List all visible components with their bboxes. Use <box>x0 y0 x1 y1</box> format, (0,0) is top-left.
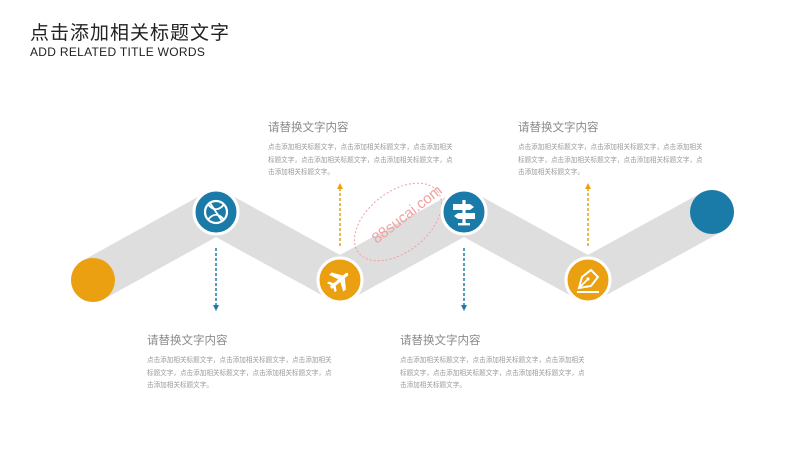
page-subtitle: ADD RELATED TITLE WORDS <box>30 45 206 59</box>
pen-nib-icon <box>577 268 600 293</box>
text-block-top-2: 请替换文字内容 点击添加相关标题文字，点击添加相关标题文字，点击添加相关标题文字… <box>518 119 708 179</box>
block-text: 点击添加相关标题文字，点击添加相关标题文字，点击添加相关标题文字，点击添加相关标… <box>518 143 703 176</box>
basketball-icon <box>203 199 229 225</box>
block-heading: 请替换文字内容 <box>518 120 599 134</box>
arrow-down-3 <box>461 305 467 311</box>
page-title: 点击添加相关标题文字 <box>30 22 231 44</box>
block-text: 点击添加相关标题文字，点击添加相关标题文字，点击添加相关标题文字，点击添加相关标… <box>147 356 332 389</box>
text-block-bottom-1: 请替换文字内容 点击添加相关标题文字，点击添加相关标题文字，点击添加相关标题文字… <box>147 332 337 392</box>
arrow-down-1 <box>213 305 219 311</box>
arrow-up-4 <box>585 183 591 189</box>
block-heading: 请替换文字内容 <box>268 120 349 134</box>
text-block-bottom-2: 请替换文字内容 点击添加相关标题文字，点击添加相关标题文字，点击添加相关标题文字… <box>400 332 590 392</box>
block-text: 点击添加相关标题文字，点击添加相关标题文字，点击添加相关标题文字，点击添加相关标… <box>268 143 453 176</box>
start-circle <box>71 258 115 302</box>
block-heading: 请替换文字内容 <box>147 333 228 347</box>
airplane-icon <box>326 272 349 293</box>
watermark-seal <box>353 182 443 262</box>
arrow-up-2 <box>337 183 343 189</box>
text-block-top-1: 请替换文字内容 点击添加相关标题文字，点击添加相关标题文字，点击添加相关标题文字… <box>268 119 458 179</box>
block-heading: 请替换文字内容 <box>400 333 481 347</box>
block-text: 点击添加相关标题文字，点击添加相关标题文字，点击添加相关标题文字，点击添加相关标… <box>400 356 585 389</box>
signpost-icon <box>453 200 475 226</box>
end-circle <box>690 190 734 234</box>
